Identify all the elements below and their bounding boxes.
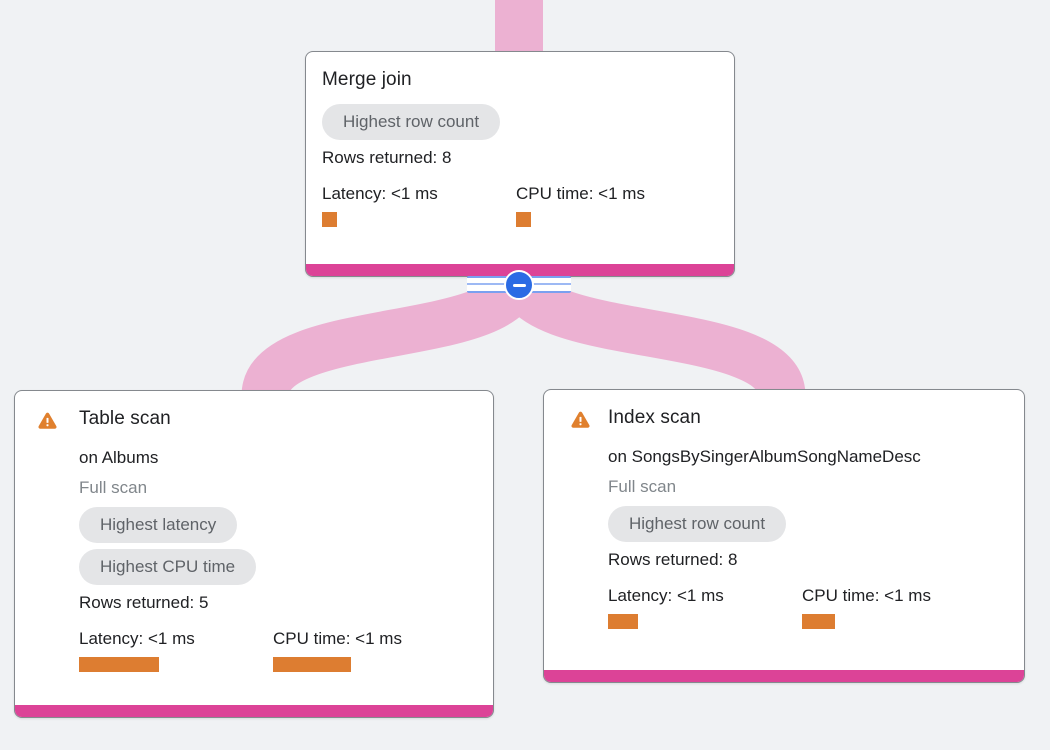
edge-merge-to-index-scan (495, 268, 806, 400)
latency-metric: Latency: <1 ms (79, 627, 273, 672)
warning-icon (38, 412, 57, 429)
warning-icon (571, 411, 590, 428)
cpu-metric: CPU time: <1 ms (802, 584, 996, 629)
plan-node-index-scan[interactable]: Index scan on SongsBySingerAlbumSongName… (543, 389, 1025, 683)
collapse-node-button[interactable] (504, 270, 534, 300)
latency-bar (608, 614, 638, 629)
node-title: Index scan (608, 407, 701, 428)
metrics-row: Latency: <1 ms CPU time: <1 ms (322, 182, 718, 227)
cpu-time-bar (273, 657, 351, 672)
cpu-metric: CPU time: <1 ms (273, 627, 467, 672)
latency-label: Latency: <1 ms (608, 586, 724, 605)
latency-bar (322, 212, 337, 227)
plan-node-table-scan[interactable]: Table scan on Albums Full scan Highest l… (14, 390, 494, 718)
metrics-row: Latency: <1 ms CPU time: <1 ms (79, 627, 477, 672)
metrics-row: Latency: <1 ms CPU time: <1 ms (608, 584, 1008, 629)
cpu-time-label: CPU time: <1 ms (273, 629, 402, 648)
highlight-badge: Highest row count (608, 506, 787, 542)
minus-icon (512, 283, 526, 287)
highlight-badge: Highest CPU time (79, 549, 257, 585)
node-title: Merge join (322, 69, 412, 90)
cpu-time-bar (516, 212, 531, 227)
rows-returned: Rows returned: 5 (79, 593, 209, 612)
node-accent-bar (15, 705, 493, 717)
cpu-time-label: CPU time: <1 ms (516, 184, 645, 203)
rows-returned: Rows returned: 8 (322, 148, 452, 167)
node-subtitle: on SongsBySingerAlbumSongNameDesc (608, 447, 921, 466)
scan-type-label: Full scan (608, 477, 677, 496)
edge-parent-top (495, 0, 543, 56)
cpu-time-label: CPU time: <1 ms (802, 586, 931, 605)
latency-label: Latency: <1 ms (322, 184, 438, 203)
rows-returned: Rows returned: 8 (608, 550, 738, 569)
plan-node-merge-join[interactable]: Merge join Highest row count Rows return… (305, 51, 735, 277)
node-title: Table scan (79, 408, 171, 429)
highlight-badge: Highest row count (322, 104, 501, 140)
latency-metric: Latency: <1 ms (608, 584, 802, 629)
latency-metric: Latency: <1 ms (322, 182, 516, 227)
scan-type-label: Full scan (79, 478, 148, 497)
node-accent-bar (544, 670, 1024, 682)
highlight-badge: Highest latency (79, 507, 238, 543)
node-subtitle: on Albums (79, 448, 159, 467)
cpu-time-bar (802, 614, 835, 629)
latency-bar (79, 657, 159, 672)
latency-label: Latency: <1 ms (79, 629, 195, 648)
cpu-metric: CPU time: <1 ms (516, 182, 710, 227)
